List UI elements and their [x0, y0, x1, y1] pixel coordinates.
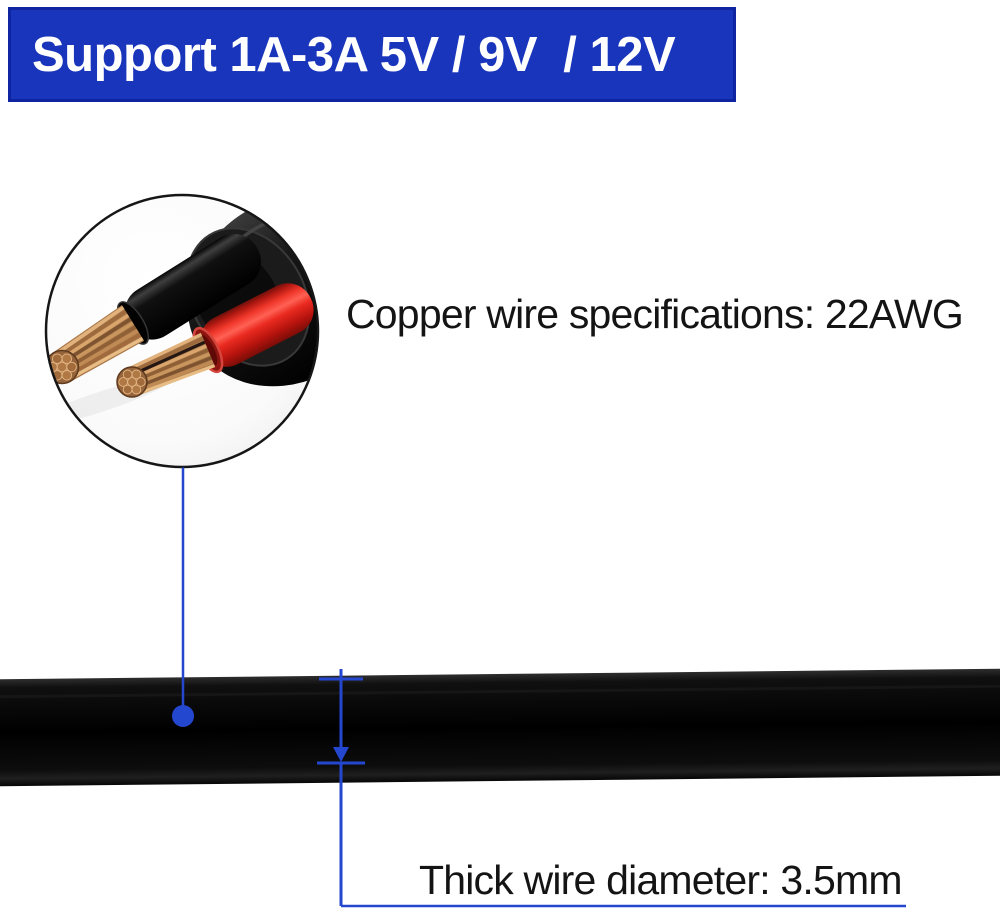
- banner-text: Support 1A-3A 5V / 9V / 12V: [32, 27, 676, 82]
- measure-arrow-down-icon: [333, 747, 349, 762]
- red-wire-strand-end-face: [116, 366, 148, 398]
- wire-diameter-label: Thick wire diameter: 3.5mm: [419, 857, 903, 903]
- support-banner: Support 1A-3A 5V / 9V / 12V: [8, 7, 736, 102]
- red-insulated-wire: [116, 283, 314, 398]
- diameter-measurement: [317, 669, 906, 908]
- copper-spec-label: Copper wire specifications: 22AWG: [346, 291, 964, 337]
- thick-cable: [0, 668, 1000, 787]
- callout-connector: [172, 467, 194, 727]
- black-insulated-wire: [47, 233, 261, 385]
- callout-dot: [172, 705, 194, 727]
- magnifier-circle-outline: [44, 193, 320, 469]
